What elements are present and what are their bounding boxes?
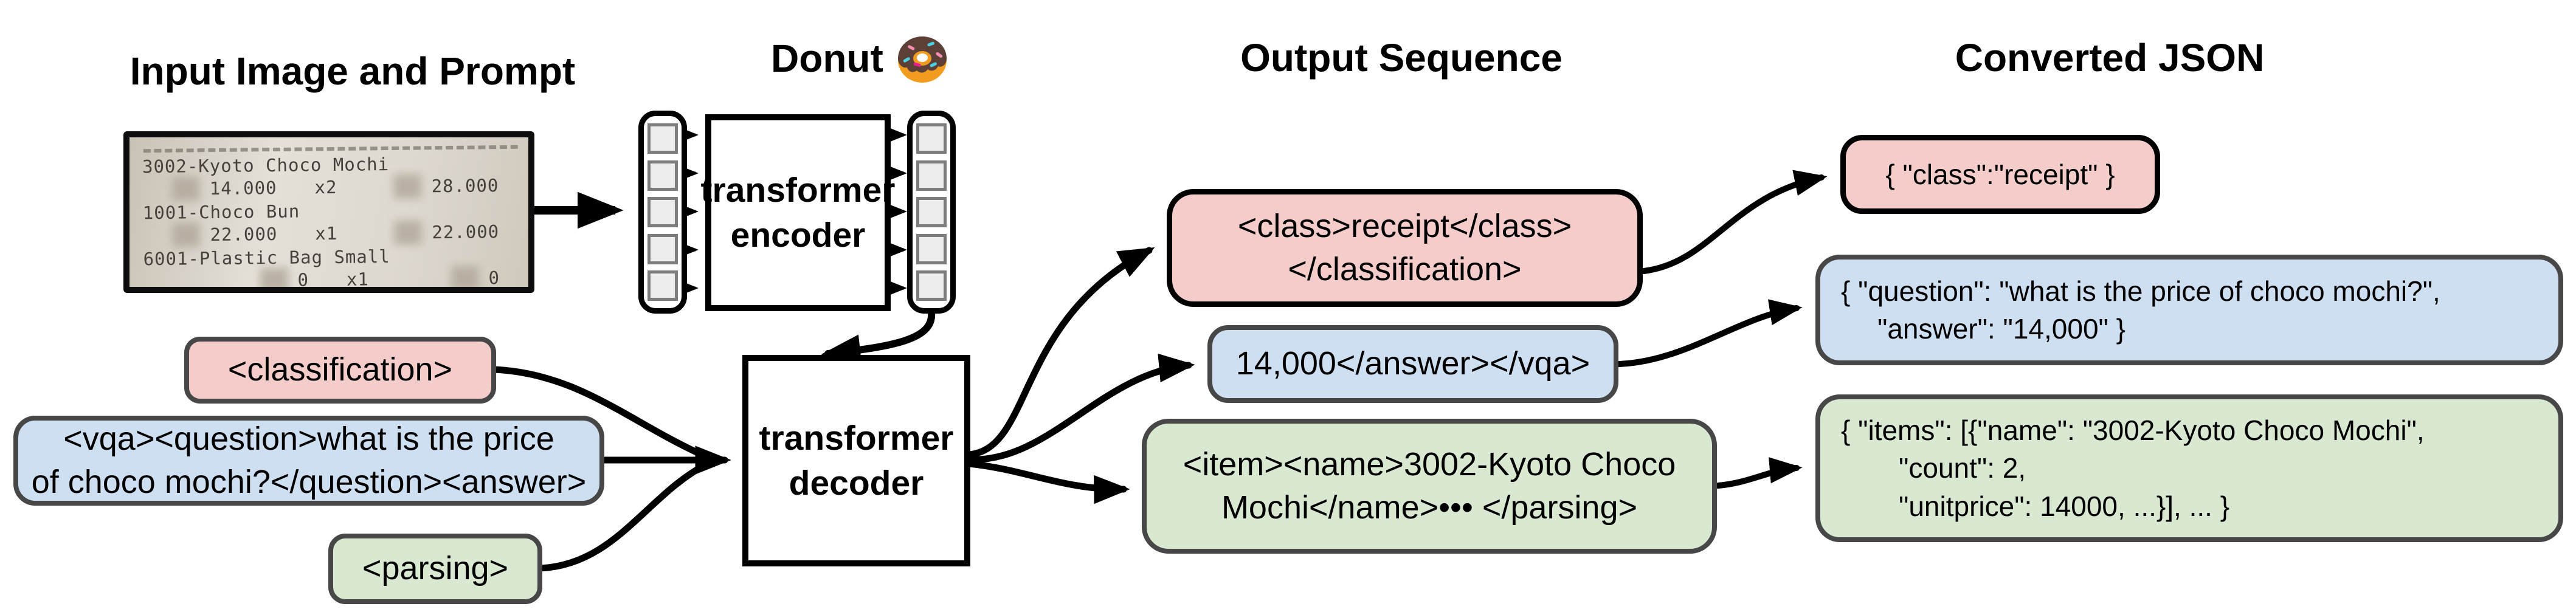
- receipt-item-amounts: 0 x1 0: [143, 266, 520, 291]
- prompt-vqa-line1: <vqa><question>what is the price: [63, 420, 554, 457]
- heading-input-image-and-prompt: Input Image and Prompt: [129, 49, 576, 93]
- json-parsing-line3: "unitprice": 14000, ...}], ... }: [1899, 490, 2230, 522]
- output-vqa: 14,000</answer></vqa>: [1207, 325, 1618, 403]
- json-vqa-line2: "answer": "14,000" }: [1877, 313, 2126, 345]
- redacted-patch: [260, 267, 288, 287]
- output-classification-line1: <class>receipt</class>: [1237, 207, 1572, 244]
- arrow-parsing-output-to-json: [1715, 457, 1803, 489]
- decoder-label-line1: transformer: [759, 418, 954, 458]
- redacted-patch: [171, 176, 200, 201]
- prompt-parsing: <parsing>: [328, 534, 542, 604]
- json-classification: { "class":"receipt" }: [1840, 135, 2160, 214]
- transformer-encoder-block: transformer encoder: [701, 114, 895, 311]
- heading-converted-json: Converted JSON: [1955, 36, 2265, 80]
- json-parsing: { "items": [{"name": "3002-Kyoto Choco M…: [1815, 394, 2563, 542]
- output-parsing-line1: <item><name>3002-Kyoto Choco: [1183, 445, 1676, 483]
- output-parsing: <item><name>3002-Kyoto Choco Mochi</name…: [1142, 419, 1717, 554]
- feature-token: [916, 270, 947, 301]
- receipt-unit-price: 14.000: [209, 177, 277, 199]
- receipt-item-amounts: 14.000 x2 28.000: [142, 173, 519, 201]
- receipt-unit-price: 22.000: [210, 223, 278, 246]
- receipt-total: 0: [488, 267, 500, 289]
- redacted-patch: [394, 220, 423, 245]
- prompt-vqa-line2: of choco mochi?</question><answer>: [31, 464, 587, 500]
- feature-token-column: [907, 111, 956, 314]
- arrow-decoder-to-class-output: [965, 247, 1155, 458]
- feature-token: [916, 233, 947, 264]
- arrow-class-output-to-json: [1641, 170, 1828, 274]
- prompt-vqa: <vqa><question>what is the price of choc…: [13, 416, 604, 506]
- encoder-label-line1: transformer: [700, 170, 896, 210]
- prompt-classification: <classification>: [184, 337, 496, 404]
- feature-token: [916, 123, 947, 154]
- input-receipt-image: 3002-Kyoto Choco Mochi 14.000 x2 28.000 …: [123, 131, 534, 293]
- patch-token: [647, 123, 678, 154]
- transformer-decoder-block: transformer decoder: [742, 355, 970, 566]
- json-parsing-line1: { "items": [{"name": "3002-Kyoto Choco M…: [1841, 414, 2425, 447]
- heading-donut-label: Donut: [771, 36, 883, 80]
- receipt-qty: x1: [315, 222, 338, 244]
- prompt-parsing-text: <parsing>: [362, 550, 509, 587]
- receipt-total: 28.000: [431, 175, 499, 197]
- receipt-qty: x2: [314, 176, 337, 198]
- redacted-patch: [172, 222, 201, 247]
- json-vqa: { "question": "what is the price of choc…: [1815, 255, 2563, 365]
- patch-token: [647, 197, 678, 227]
- receipt-unit-price: 0: [297, 269, 309, 291]
- line-parsing-prompt: [536, 462, 708, 572]
- json-classification-text: { "class":"receipt" }: [1885, 158, 2115, 190]
- heading-donut: Donut: [771, 32, 949, 85]
- arrow-vqa-output-to-json: [1616, 299, 1803, 367]
- json-vqa-line1: { "question": "what is the price of choc…: [1841, 275, 2440, 307]
- output-vqa-text: 14,000</answer></vqa>: [1235, 345, 1590, 382]
- receipt-item-amounts: 22.000 x1 22.000: [143, 219, 520, 247]
- redacted-patch: [393, 174, 422, 199]
- output-classification: <class>receipt</class> </classification>: [1167, 189, 1643, 307]
- patch-token: [647, 270, 678, 301]
- feature-token: [916, 197, 947, 227]
- output-classification-line2: </classification>: [1288, 251, 1522, 287]
- prompt-classification-text: <classification>: [227, 351, 453, 388]
- patch-token-column: [638, 111, 687, 314]
- feature-token: [916, 160, 947, 191]
- donut-emoji: [896, 32, 949, 85]
- receipt-rule-top: [143, 145, 518, 153]
- patch-token: [647, 233, 678, 264]
- decoder-label-line2: decoder: [789, 464, 924, 503]
- arrow-encoder-to-decoder: [821, 309, 936, 366]
- heading-output-sequence: Output Sequence: [1240, 36, 1563, 80]
- output-parsing-line2: Mochi</name>••• </parsing>: [1221, 489, 1638, 526]
- receipt-qty: x1: [346, 269, 370, 290]
- redacted-patch: [451, 266, 479, 287]
- arrow-decoder-to-vqa-output: [965, 353, 1195, 463]
- patch-token: [647, 160, 678, 191]
- arrow-decoder-to-parsing-output: [965, 460, 1130, 504]
- encoder-label-line2: encoder: [730, 216, 866, 255]
- receipt-total: 22.000: [432, 221, 500, 243]
- json-parsing-line2: "count": 2,: [1899, 452, 2026, 484]
- line-classification-prompt: [490, 366, 705, 458]
